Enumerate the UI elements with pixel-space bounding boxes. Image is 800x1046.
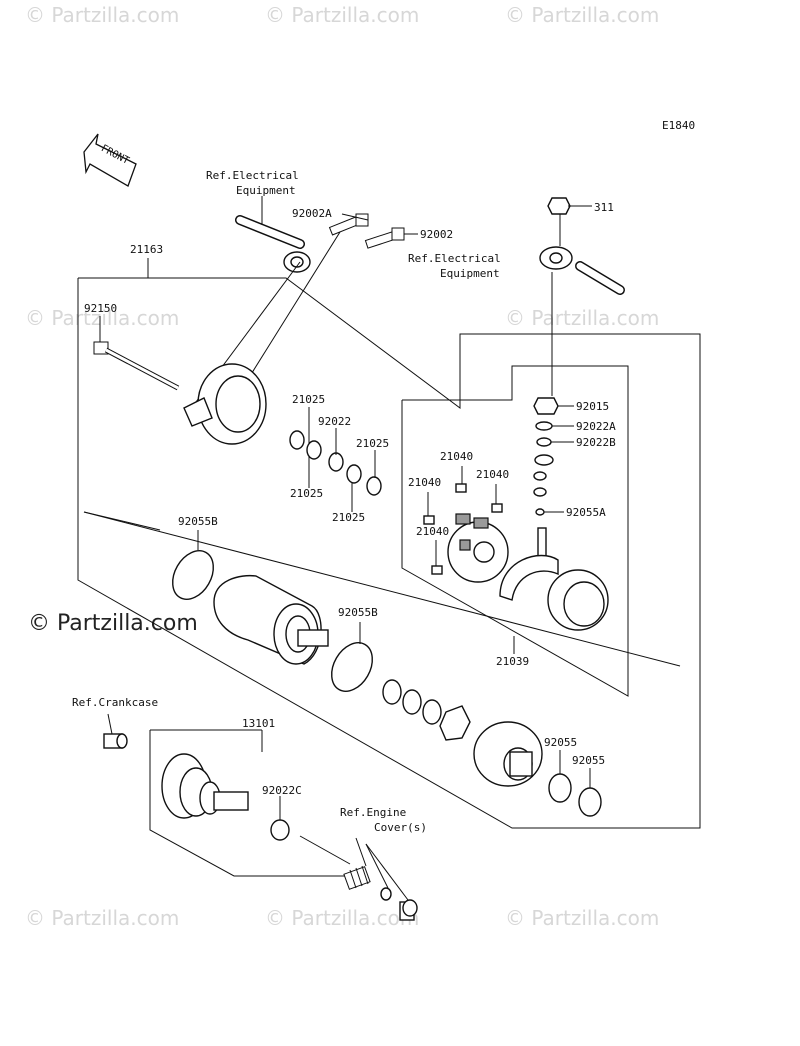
o-ring-92055b [172,550,214,600]
leader-line [365,843,389,889]
part-number-label: 21040 [416,525,449,538]
watermark-text: © Partzilla.com [25,906,179,930]
brush-21040 [423,483,503,575]
watermark-text: © Partzilla.com [505,906,659,930]
watermark-text: © Partzilla.com [265,3,419,27]
ref-engine-cover-label: Cover(s) [374,821,427,834]
end-cover [183,363,267,445]
watermark-text: © Partzilla.com [25,306,179,330]
leader-line [107,713,113,735]
ref-electrical-label: Equipment [236,184,296,197]
part-number-label: 92022A [576,420,616,433]
watermark-text: © Partzilla.com [25,3,179,27]
part-number-label: 92055B [178,515,218,528]
bolt-92002 [364,227,405,249]
part-number-label: 21040 [408,476,441,489]
terminal-bracket [499,527,559,601]
motor-yoke [213,574,329,665]
ref-electrical-label: Equipment [440,267,500,280]
watermark-main: © Partzilla.com [28,611,198,636]
part-number-label: 92015 [576,400,609,413]
leader-line [239,231,341,393]
part-number-label: 92002A [292,207,332,220]
watermark-text: © Partzilla.com [265,906,419,930]
axis-line [299,835,351,865]
o-ring-92055 [548,773,572,803]
brush-holder-housing [547,569,609,631]
part-number-label: 92022C [262,784,302,797]
part-number-label: 21040 [440,450,473,463]
washer-92022c [270,819,290,841]
brush-plate [447,513,509,583]
o-ring-92055 [578,787,602,817]
leader-line [355,837,367,867]
part-number-label: 92055B [338,606,378,619]
front-arrow-icon: FRONT [83,133,137,187]
ref-electrical-label: Ref.Electrical [206,169,299,182]
part-number-label: 92022 [318,415,351,428]
axis-line [83,511,161,531]
part-number-label: 21025 [332,511,365,524]
part-number-label: 92055A [566,506,606,519]
ref-electrical-label: Ref.Electrical [408,252,501,265]
axis-line [83,511,681,667]
part-number-label: 21025 [356,437,389,450]
part-number-label: 92022B [576,436,616,449]
leader-line [365,843,409,901]
diagram-code: E1840 [662,119,695,132]
part-number-label: 21163 [130,243,163,256]
terminal-hardware-stack [533,397,559,516]
ref-engine-cover-label: Ref.Engine [340,806,406,819]
watermark-text: © Partzilla.com [505,306,659,330]
part-number-label: 21025 [292,393,325,406]
starter-cable-left [235,215,311,273]
part-number-label: 92055 [544,736,577,749]
part-number-label: 21040 [476,468,509,481]
watermark-text: © Partzilla.com [505,3,659,27]
spring-and-cap [343,865,418,921]
starter-cable-right [539,246,625,295]
ref-crankcase-label: Ref.Crankcase [72,696,158,709]
part-number-label: 92002 [420,228,453,241]
part-number-label: 21025 [290,487,323,500]
long-bolt-92150 [93,341,180,391]
watermark-group: © Partzilla.com © Partzilla.com © Partzi… [25,3,659,930]
assembly-outline-21039 [401,365,629,697]
assembly-outline-13101 [149,730,348,877]
assembly-outline-21163 [77,277,701,829]
part-number-label: 311 [594,201,614,214]
bolt-92002a [328,213,369,236]
part-number-label: 92055 [572,754,605,767]
crankcase-bushing [103,733,128,749]
starter-gear [161,753,249,819]
washer-stack-rear [289,430,382,496]
nut-311 [547,197,571,215]
front-cover [473,721,543,787]
leader-line [341,213,369,221]
part-number-label: 13101 [242,717,275,730]
part-number-label: 21039 [496,655,529,668]
front-washers [382,679,471,741]
o-ring-92055b [331,642,373,692]
part-number-label: 92150 [84,302,117,315]
